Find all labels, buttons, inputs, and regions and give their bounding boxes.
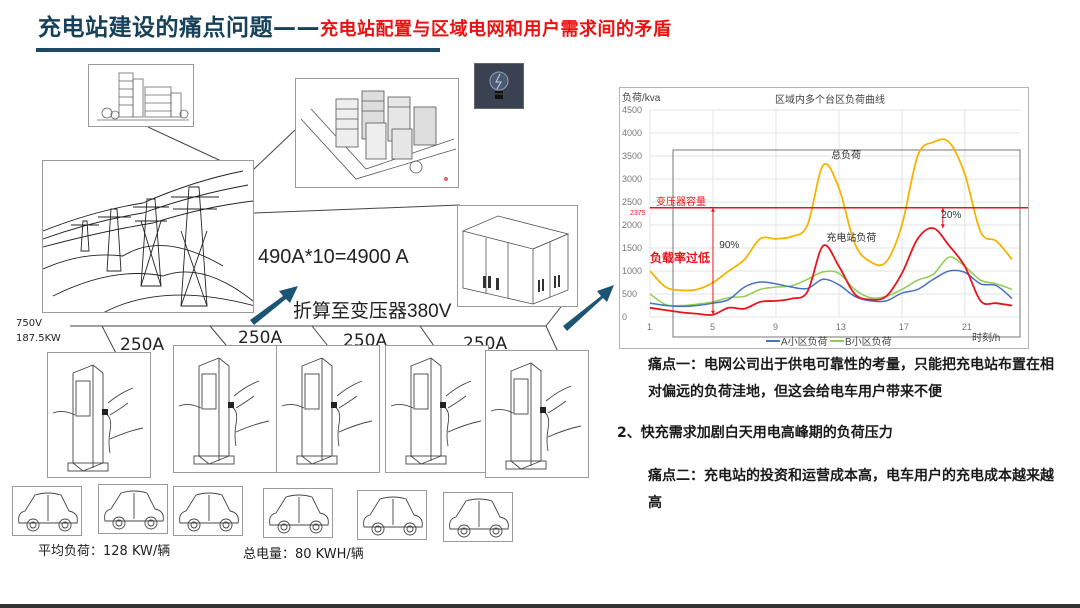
svg-text:2500: 2500 bbox=[622, 197, 642, 207]
charging-pile-sketch bbox=[47, 352, 151, 478]
residential-complex-sketch bbox=[295, 78, 459, 188]
lightbulb-icon bbox=[474, 63, 524, 109]
svg-text:13: 13 bbox=[836, 322, 846, 332]
bulb-glyph bbox=[489, 71, 509, 99]
building-sketch bbox=[88, 64, 194, 127]
page-title: 充电站建设的痛点问题——充电站配置与区域电网和用户需求间的矛盾 bbox=[38, 8, 672, 42]
charging-pile-sketch bbox=[173, 345, 277, 473]
svg-text:500: 500 bbox=[622, 289, 637, 299]
svg-text:0: 0 bbox=[622, 312, 627, 322]
chart-canvas: 0 500 1000 1500 2000 2500 3000 3500 4000 4500 1 5 9 1… bbox=[622, 91, 1028, 348]
box-transformer-sketch bbox=[457, 205, 578, 307]
car-sketch bbox=[12, 486, 82, 536]
svg-text:时刻/h: 时刻/h bbox=[972, 331, 1000, 344]
svg-text:负载率过低: 负载率过低 bbox=[650, 250, 710, 265]
car-icon bbox=[269, 494, 329, 534]
load-curve-chart: 0 500 1000 1500 2000 2500 3000 3500 4000 4500 1 5 9 1… bbox=[619, 87, 1029, 349]
car-sketch bbox=[357, 490, 427, 540]
svg-text:负荷/kva: 负荷/kva bbox=[622, 91, 661, 104]
svg-text:5: 5 bbox=[710, 322, 715, 332]
charger-icon bbox=[178, 357, 270, 465]
power-tower-icon bbox=[43, 170, 253, 312]
svg-text:4500: 4500 bbox=[622, 105, 642, 115]
svg-text:区域内多个台区负荷曲线: 区域内多个台区负荷曲线 bbox=[775, 93, 885, 106]
charging-pile-sketch bbox=[485, 350, 589, 478]
svg-text:9: 9 bbox=[773, 322, 778, 332]
title-underline bbox=[36, 48, 440, 52]
point-2-heading: 2、快充需求加剧白天用电高峰期的负荷压力 bbox=[617, 425, 893, 441]
branch-current-2: 250A bbox=[238, 328, 283, 348]
pain-point-2: 痛点二：充电站的投资和运营成本高，电车用户的充电成本越来越高 bbox=[648, 468, 1054, 511]
charging-pile-sketch bbox=[276, 345, 380, 473]
avg-load-caption: 平均负荷：128 KW/辆 bbox=[38, 544, 171, 559]
svg-text:3500: 3500 bbox=[622, 151, 642, 161]
svg-text:20%: 20% bbox=[941, 210, 961, 221]
car-icon bbox=[449, 498, 509, 538]
car-icon bbox=[18, 492, 78, 532]
total-energy-caption: 总电量：80 KWH/辆 bbox=[243, 547, 364, 562]
svg-text:2000: 2000 bbox=[622, 220, 642, 230]
transformer-icon bbox=[461, 215, 570, 305]
svg-text:总负荷: 总负荷 bbox=[831, 148, 861, 161]
svg-text:2375: 2375 bbox=[630, 210, 646, 217]
branch-current-1: 250A bbox=[120, 335, 165, 355]
svg-text:1: 1 bbox=[647, 322, 652, 332]
svg-text:充电站负荷: 充电站负荷 bbox=[826, 231, 876, 244]
svg-text:1500: 1500 bbox=[622, 243, 642, 253]
title-main: 充电站建设的痛点问题—— bbox=[38, 15, 320, 41]
pain-point-1: 痛点一：电网公司出于供电可靠性的考量，只能把充电站布置在相对偏远的负荷洼地，但这… bbox=[648, 357, 1054, 400]
svg-text:B小区负荷: B小区负荷 bbox=[845, 335, 892, 348]
car-sketch bbox=[443, 492, 513, 542]
svg-text:4000: 4000 bbox=[622, 128, 642, 138]
svg-text:A小区负荷: A小区负荷 bbox=[781, 335, 828, 348]
building-icon bbox=[97, 72, 189, 121]
svg-text:90%: 90% bbox=[719, 240, 739, 251]
power-tower-sketch bbox=[42, 160, 254, 313]
complex-icon bbox=[300, 90, 457, 181]
svg-text:17: 17 bbox=[899, 322, 909, 332]
car-sketch bbox=[98, 484, 168, 534]
pain-points-text: 痛点一：电网公司出于供电可靠性的考量，只能把充电站布置在相对偏远的负荷洼地，但这… bbox=[617, 352, 1057, 517]
charging-pile-sketch bbox=[385, 345, 489, 473]
car-icon bbox=[363, 496, 423, 536]
title-subtitle: 充电站配置与区域电网和用户需求间的矛盾 bbox=[320, 19, 672, 40]
power-label: 187.5KW bbox=[16, 333, 61, 344]
svg-text:1000: 1000 bbox=[622, 266, 642, 276]
voltage-label: 750V bbox=[16, 318, 42, 329]
svg-text:3000: 3000 bbox=[622, 174, 642, 184]
car-icon bbox=[104, 490, 164, 530]
car-icon bbox=[179, 492, 239, 532]
charger-icon bbox=[52, 364, 144, 472]
svg-text:变压器容量: 变压器容量 bbox=[656, 195, 706, 208]
charger-icon bbox=[281, 357, 373, 465]
svg-text:21: 21 bbox=[962, 322, 972, 332]
current-formula: 490A*10=4900 A bbox=[258, 246, 409, 268]
car-sketch bbox=[263, 488, 333, 538]
car-sketch bbox=[173, 486, 243, 536]
charger-icon bbox=[490, 362, 582, 470]
conversion-note: 折算至变压器380V bbox=[293, 301, 452, 322]
charger-icon bbox=[390, 357, 482, 465]
footer-bar bbox=[0, 604, 1080, 608]
